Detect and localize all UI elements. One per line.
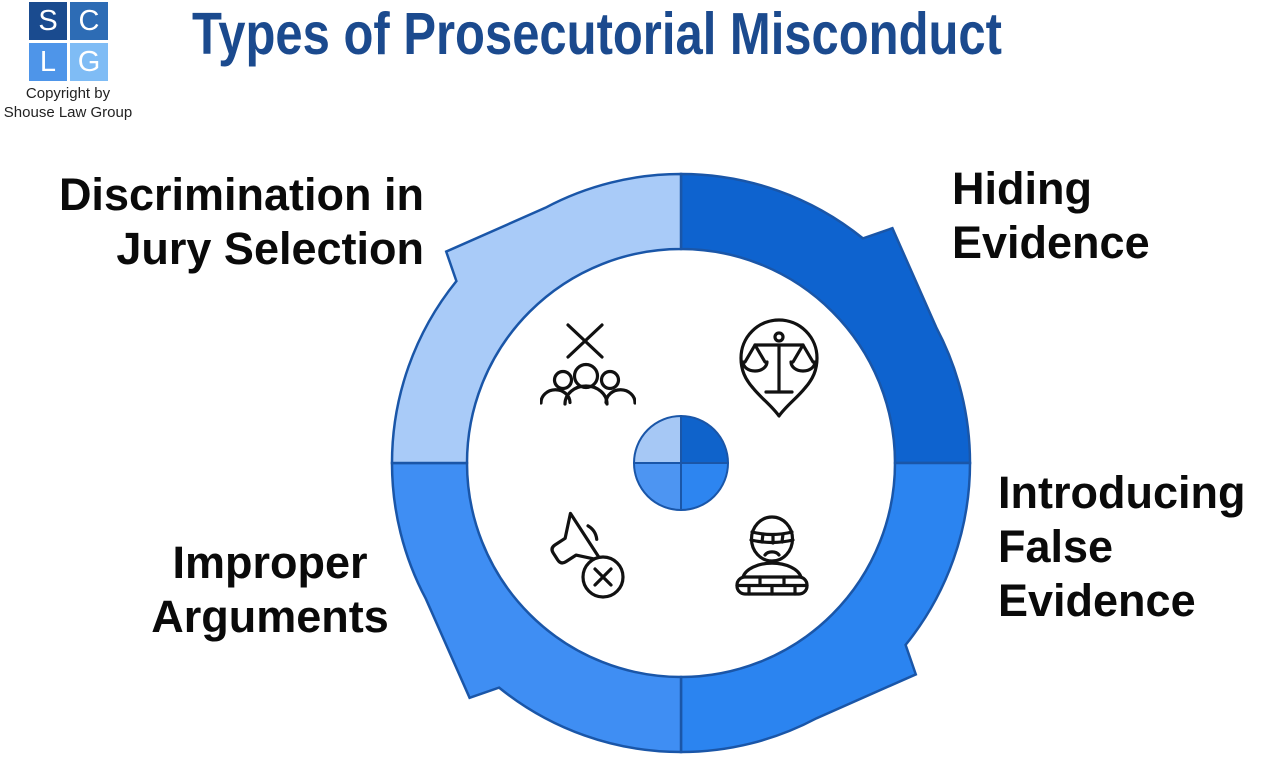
- logo-tile-g: G: [70, 43, 108, 81]
- label-line: Evidence: [998, 575, 1196, 626]
- logo-letter: L: [39, 45, 57, 78]
- copyright-line: Shouse Law Group: [3, 103, 133, 121]
- label-line: Jury Selection: [116, 223, 424, 274]
- label-line: Improper: [172, 537, 368, 588]
- label-hiding-evidence: Hiding Evidence: [952, 162, 1150, 270]
- logo-tile-l: L: [29, 43, 67, 81]
- segment-hiding-evidence: [679, 172, 972, 465]
- logo-letter: C: [78, 4, 100, 37]
- label-line: Evidence: [952, 217, 1150, 268]
- label-introducing-false-evidence: Introducing False Evidence: [998, 466, 1245, 628]
- logo-tile-c: C: [70, 2, 108, 40]
- jury-strike-icon: [540, 323, 636, 406]
- copyright-line: Copyright by: [25, 85, 111, 102]
- label-line: Hiding: [952, 163, 1092, 214]
- shouse-law-group-logo: S C L G: [29, 2, 108, 81]
- label-line: Discrimination in: [58, 169, 424, 220]
- logo-letter: G: [77, 45, 101, 78]
- label-line: False: [998, 521, 1114, 572]
- hub-quadrant-top-right: [680, 414, 730, 464]
- hub-quadrant-bottom-left: [632, 462, 682, 512]
- label-improper-arguments: Improper Arguments: [95, 536, 445, 644]
- copyright-notice: Copyright by Shouse Law Group: [0, 85, 144, 123]
- hub-quadrant-bottom-right: [680, 462, 730, 512]
- hub-quadrant-top-left: [632, 414, 682, 464]
- segment-discrimination-jury-selection: [390, 172, 683, 465]
- label-line: Introducing: [998, 467, 1246, 518]
- logo-letter: S: [38, 4, 58, 37]
- blindfolded-prisoner-icon: [735, 515, 809, 596]
- logo-tile-s: S: [29, 2, 67, 40]
- muted-megaphone-icon: [550, 511, 625, 599]
- scales-location-pin-icon: [739, 318, 819, 418]
- label-discrimination-in-jury-selection: Discrimination in Jury Selection: [0, 168, 424, 276]
- label-line: Arguments: [151, 591, 389, 642]
- page-title: Types of Prosecutorial Misconduct: [192, 1, 1002, 67]
